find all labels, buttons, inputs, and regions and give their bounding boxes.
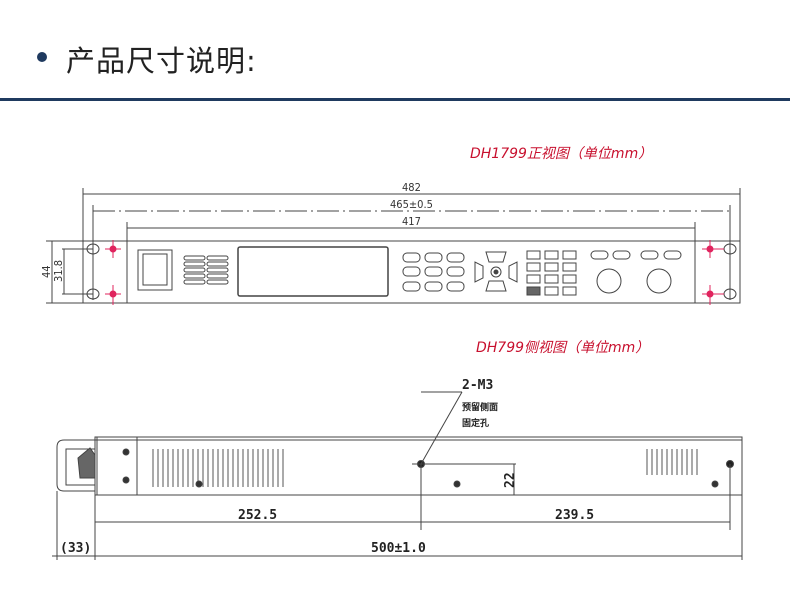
page-title: 产品尺寸说明: xyxy=(66,44,257,78)
dim-252-5: 252.5 xyxy=(238,508,277,523)
display-window xyxy=(237,246,389,297)
side-vents-rear xyxy=(646,449,698,475)
mount-holes xyxy=(86,240,737,305)
side-vents-front xyxy=(152,449,284,487)
bullet-icon xyxy=(37,52,47,62)
side-chassis xyxy=(56,436,743,496)
vent-slots xyxy=(183,255,229,285)
dim-500: 500±1.0 xyxy=(371,541,426,556)
arrow-keys xyxy=(474,251,518,292)
dim-482: 482 xyxy=(402,181,421,194)
callout-label: 2-M3 xyxy=(462,378,493,393)
side-dimensions: 2-M3 预留侧面 固定孔 22 252.5 239.5 500±1.0 (33… xyxy=(52,378,743,560)
knobs xyxy=(590,250,682,294)
dim-31-8: 31.8 xyxy=(52,260,65,282)
dim-33: (33) xyxy=(60,541,91,556)
callout-line1: 预留侧面 xyxy=(462,401,498,413)
front-dimensions: 482 465±0.5 417 44 31.8 xyxy=(40,181,741,304)
front-panel xyxy=(82,240,741,305)
header-divider xyxy=(0,98,790,101)
dim-239-5: 239.5 xyxy=(555,508,594,523)
front-view-caption: DH1799正视图（单位mm） xyxy=(470,146,652,162)
function-keys xyxy=(402,252,465,292)
callout-line2: 固定孔 xyxy=(462,417,489,429)
section-header: 产品尺寸说明: xyxy=(0,0,790,101)
side-view-caption: DH799侧视图（单位mm） xyxy=(476,340,649,356)
numeric-keypad xyxy=(526,250,577,296)
dim-465: 465±0.5 xyxy=(390,198,433,211)
dim-417: 417 xyxy=(402,215,421,228)
power-switch xyxy=(137,249,173,291)
dim-44: 44 xyxy=(40,265,53,278)
dim-22: 22 xyxy=(503,472,518,488)
